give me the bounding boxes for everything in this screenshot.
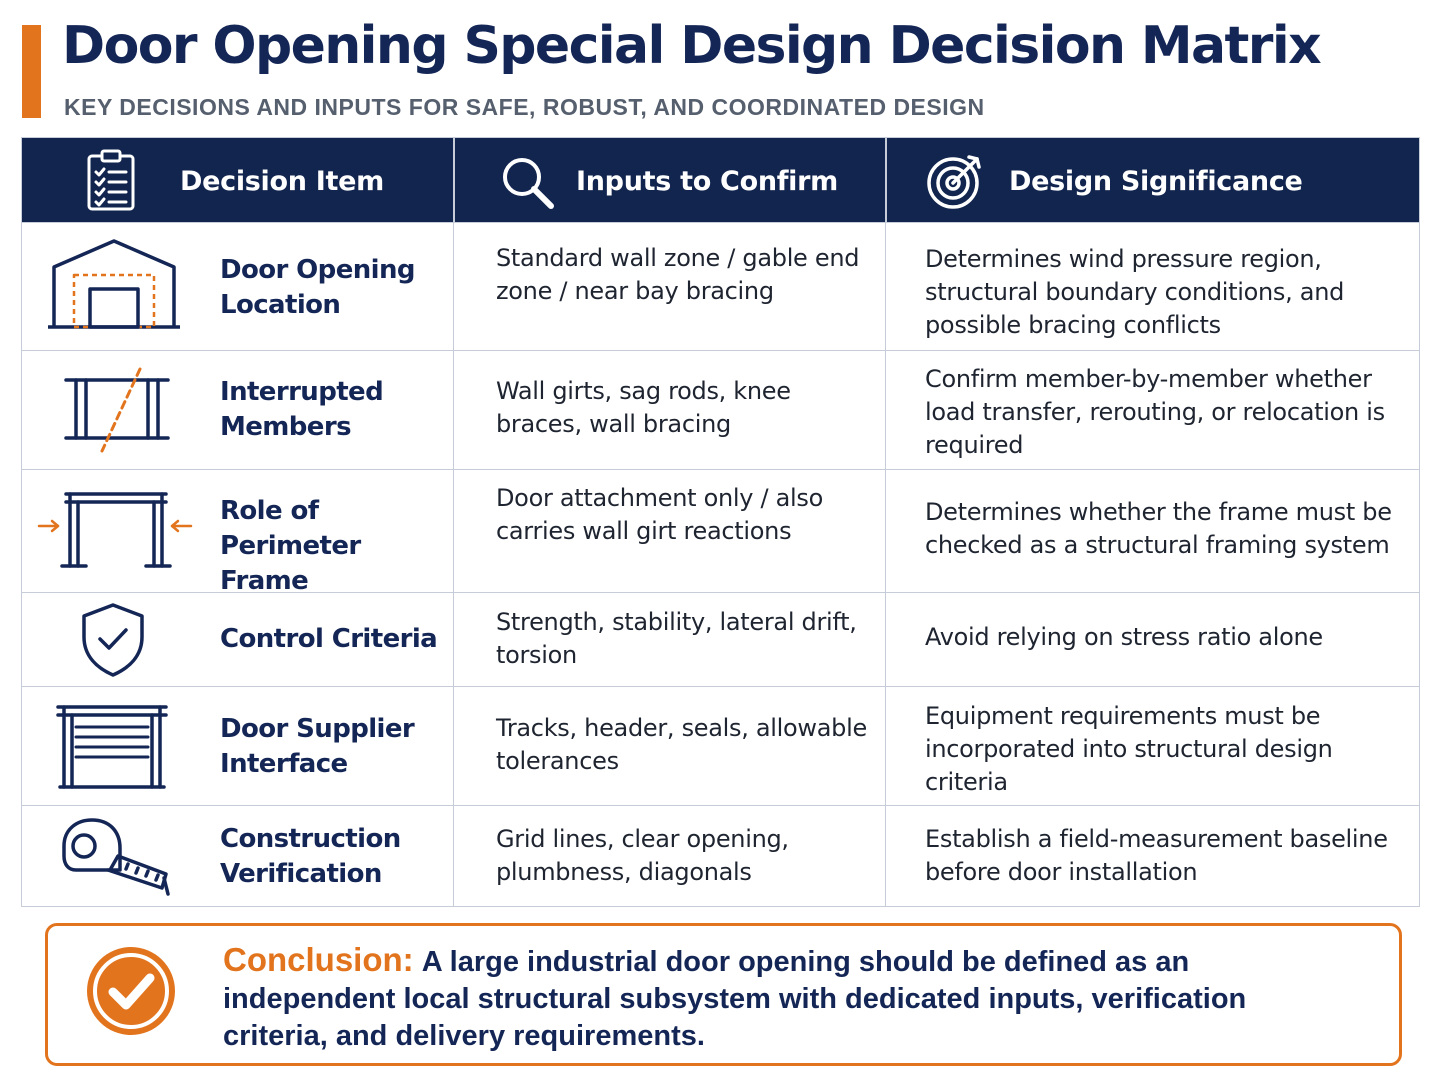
design-significance-text: Establish a field-measurement baseline b…	[925, 825, 1388, 886]
design-significance-text: Determines whether the frame must be che…	[925, 498, 1392, 559]
table-row: Interrupted Members Wall girts, sag rods…	[22, 350, 1419, 469]
column-header-label: Design Significance	[1009, 166, 1303, 197]
conclusion-label: Conclusion:	[223, 941, 414, 978]
table-row: Door Opening Location Standard wall zone…	[22, 222, 1419, 350]
check-circle-icon	[87, 947, 175, 1035]
target-arrow-icon	[927, 155, 981, 209]
inputs-to-confirm-text: Standard wall zone / gable end zone / ne…	[496, 244, 860, 305]
building-door-location-icon	[48, 239, 180, 329]
column-divider	[453, 138, 455, 222]
column-divider	[885, 222, 886, 906]
table-header: Decision Item Inputs to Confirm Design S…	[22, 138, 1419, 222]
design-significance-text: Equipment requirements must be incorpora…	[925, 702, 1333, 796]
magnifier-icon	[503, 158, 554, 209]
conclusion-text: Conclusion: A large industrial door open…	[223, 941, 1323, 1055]
inputs-to-confirm-text: Wall girts, sag rods, knee braces, wall …	[496, 377, 791, 438]
rollup-door-icon	[56, 705, 168, 789]
column-header-decision-item: Decision Item	[22, 138, 453, 222]
conclusion-box: Conclusion: A large industrial door open…	[45, 923, 1402, 1066]
page-title: Door Opening Special Design Decision Mat…	[62, 16, 1322, 76]
column-header-inputs: Inputs to Confirm	[455, 138, 885, 222]
decision-item-label: Door Opening Location	[220, 255, 415, 320]
clipboard-checklist-icon	[87, 149, 135, 211]
table-row: Construction Verification Grid lines, cl…	[22, 805, 1419, 906]
inputs-to-confirm-text: Door attachment only / also carries wall…	[496, 484, 823, 545]
title-accent-bar	[22, 25, 41, 118]
shield-check-icon	[82, 603, 144, 677]
perimeter-frame-icon	[37, 492, 193, 568]
table-row: Door Supplier Interface Tracks, header, …	[22, 686, 1419, 805]
column-header-significance: Design Significance	[887, 138, 1419, 222]
inputs-to-confirm-text: Strength, stability, lateral drift, tors…	[496, 608, 857, 669]
design-significance-text: Determines wind pressure region, structu…	[925, 245, 1345, 339]
inputs-to-confirm-text: Grid lines, clear opening, plumbness, di…	[496, 825, 789, 886]
tape-measure-icon	[62, 818, 170, 896]
column-header-label: Decision Item	[180, 166, 384, 197]
column-divider	[885, 138, 887, 222]
column-divider	[453, 222, 454, 906]
column-header-label: Inputs to Confirm	[576, 166, 838, 197]
decision-item-label: Control Criteria	[220, 624, 438, 654]
table-row: Role of Perimeter Frame Door attachment …	[22, 469, 1419, 596]
decision-item-label: Interrupted Members	[220, 377, 384, 442]
design-significance-text: Avoid relying on stress ratio alone	[925, 623, 1323, 651]
interrupted-beam-icon	[64, 367, 170, 453]
inputs-to-confirm-text: Tracks, header, seals, allowable toleran…	[496, 714, 867, 775]
page-subtitle: KEY DECISIONS AND INPUTS FOR SAFE, ROBUS…	[64, 94, 985, 120]
conclusion-body: A large industrial door opening should b…	[223, 946, 1247, 1052]
design-significance-text: Confirm member-by-member whether load tr…	[925, 365, 1385, 459]
table-row: Control Criteria Strength, stability, la…	[22, 592, 1419, 686]
decision-item-label: Construction Verification	[220, 824, 401, 889]
decision-item-label: Door Supplier Interface	[220, 714, 415, 779]
decision-item-label: Role of Perimeter Frame	[220, 496, 361, 596]
decision-matrix-table: Decision Item Inputs to Confirm Design S…	[21, 137, 1420, 907]
